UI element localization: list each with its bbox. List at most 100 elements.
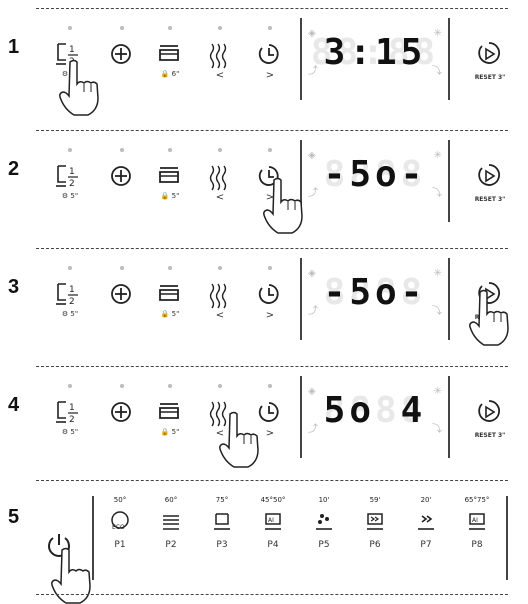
indicator-led xyxy=(68,148,72,152)
half-load-button[interactable]: 1 2 ⚙ 5" xyxy=(50,384,90,444)
drying-button[interactable]: < xyxy=(200,148,240,208)
reset-label: RESET 3" xyxy=(468,432,512,439)
delay-timer-button[interactable]: > xyxy=(250,266,290,326)
extra-button[interactable] xyxy=(102,266,142,326)
program-rapid-icon xyxy=(416,510,438,532)
program-label: P5 xyxy=(304,540,344,550)
divider xyxy=(36,248,508,249)
tray-icon xyxy=(154,280,184,310)
program-button-eco[interactable]: 50° ECO P1 xyxy=(100,496,140,576)
indicator-led xyxy=(68,266,72,270)
program-temperature: 20' xyxy=(406,496,446,504)
half-load-icon: 1 2 xyxy=(54,398,86,428)
divider xyxy=(36,8,508,9)
child-lock-subtitle: 🔒 5" xyxy=(150,310,190,318)
rinse-aid-icon: ⤴ xyxy=(308,302,318,317)
tray-icon xyxy=(154,398,184,428)
program-button-express[interactable]: 59' P6 xyxy=(355,496,395,576)
display-readout: 3:15 xyxy=(302,32,448,73)
delay-timer-button[interactable]: > xyxy=(250,26,290,86)
plus-circle-icon xyxy=(106,40,136,70)
sun-icon: ✳ xyxy=(434,150,442,161)
indicator-led xyxy=(168,148,172,152)
sun-icon: ✳ xyxy=(434,268,442,279)
digital-display: 8888 -5o- ◈ ⤴ ✳ ⤵ xyxy=(300,258,450,340)
program-label: P2 xyxy=(151,540,191,550)
play-circle-icon xyxy=(476,162,502,192)
tap-icon: ⤵ xyxy=(432,420,442,435)
program-button-ai-auto[interactable]: 65°75° AI P8 xyxy=(457,496,497,576)
tray-button[interactable]: 🔒 5" xyxy=(150,266,190,326)
steam-icon xyxy=(204,280,234,310)
left-arrow-label: < xyxy=(200,310,240,321)
tap-icon: ⤵ xyxy=(432,302,442,317)
start-reset-button[interactable]: RESET 3" xyxy=(468,26,508,88)
indicator-led xyxy=(168,266,172,270)
program-button-ai-mixed[interactable]: 45°50° AI P4 xyxy=(253,496,293,576)
step-number: 3 xyxy=(8,276,19,299)
tray-button[interactable]: 🔒 6" xyxy=(150,26,190,86)
start-reset-button[interactable]: RESET 3" xyxy=(468,148,508,210)
program-button-rapid[interactable]: 20' P7 xyxy=(406,496,446,576)
step-number: 2 xyxy=(8,158,19,181)
program-temperature: 75° xyxy=(202,496,242,504)
step-number: 1 xyxy=(8,36,19,59)
indicator-led xyxy=(218,266,222,270)
child-lock-subtitle: 🔒 5" xyxy=(150,428,190,436)
program-button-quick[interactable]: 10' P5 xyxy=(304,496,344,576)
digital-display: 88:88 3:15 ◈ ⤴ ✳ ⤵ xyxy=(300,18,450,100)
display-readout: -5o- xyxy=(302,154,448,195)
salt-icon: ◈ xyxy=(308,268,316,279)
display-readout: -5o- xyxy=(302,272,448,313)
divider xyxy=(36,366,508,367)
program-label: P4 xyxy=(253,540,293,550)
program-label: P3 xyxy=(202,540,242,550)
hand-pointer-icon xyxy=(468,288,520,348)
indicator-led xyxy=(268,148,272,152)
indicator-led xyxy=(218,384,222,388)
tap-icon: ⤵ xyxy=(432,184,442,199)
program-label: P1 xyxy=(100,540,140,550)
program-button-auto[interactable]: 75° P3 xyxy=(202,496,242,576)
drying-button[interactable]: < xyxy=(200,266,240,326)
half-load-button[interactable]: 1 2 ⚙ 5" xyxy=(50,266,90,326)
eco-label: ECO xyxy=(112,524,125,531)
svg-text:AI: AI xyxy=(268,517,274,524)
play-circle-icon xyxy=(476,398,502,428)
tap-icon: ⤵ xyxy=(432,62,442,77)
hand-pointer-icon xyxy=(262,176,314,236)
start-reset-button[interactable]: RESET 3" xyxy=(468,384,508,446)
svg-text:1: 1 xyxy=(69,285,75,295)
program-label: P7 xyxy=(406,540,446,550)
tray-button[interactable]: 🔒 5" xyxy=(150,148,190,208)
tray-button[interactable]: 🔒 5" xyxy=(150,384,190,444)
indicator-led xyxy=(168,384,172,388)
display-readout: 5o 4 xyxy=(302,390,448,431)
extra-button[interactable] xyxy=(102,384,142,444)
indicator-led xyxy=(120,148,124,152)
program-button-intensive[interactable]: 60° P2 xyxy=(151,496,191,576)
step-5-row: 5 50° ECO P1 60° P2 75° P3 45°50° AI P4 … xyxy=(0,476,528,604)
svg-text:AI: AI xyxy=(472,517,478,524)
extra-button[interactable] xyxy=(102,148,142,208)
svg-text:1: 1 xyxy=(69,403,75,413)
steam-icon xyxy=(204,40,234,70)
divider xyxy=(36,130,508,131)
left-arrow-label: < xyxy=(200,70,240,81)
indicator-led xyxy=(218,148,222,152)
salt-icon: ◈ xyxy=(308,28,316,39)
indicator-led xyxy=(268,266,272,270)
program-auto-icon xyxy=(212,510,234,532)
half-load-button[interactable]: 1 2 ⚙ 5" xyxy=(50,148,90,208)
program-intensive-icon xyxy=(161,510,183,532)
program-label: P6 xyxy=(355,540,395,550)
program-temperature: 65°75° xyxy=(457,496,497,504)
program-quick-icon xyxy=(314,510,336,532)
program-ai-auto-icon: AI xyxy=(467,510,489,532)
program-label: P8 xyxy=(457,540,497,550)
digital-display: 8888 5o 4 ◈ ⤴ ✳ ⤵ xyxy=(300,376,450,458)
drying-button[interactable]: < xyxy=(200,26,240,86)
svg-text:2: 2 xyxy=(69,179,75,189)
digital-display: 8888 -5o- ◈ ⤴ ✳ ⤵ xyxy=(300,140,450,222)
separator xyxy=(92,496,94,580)
